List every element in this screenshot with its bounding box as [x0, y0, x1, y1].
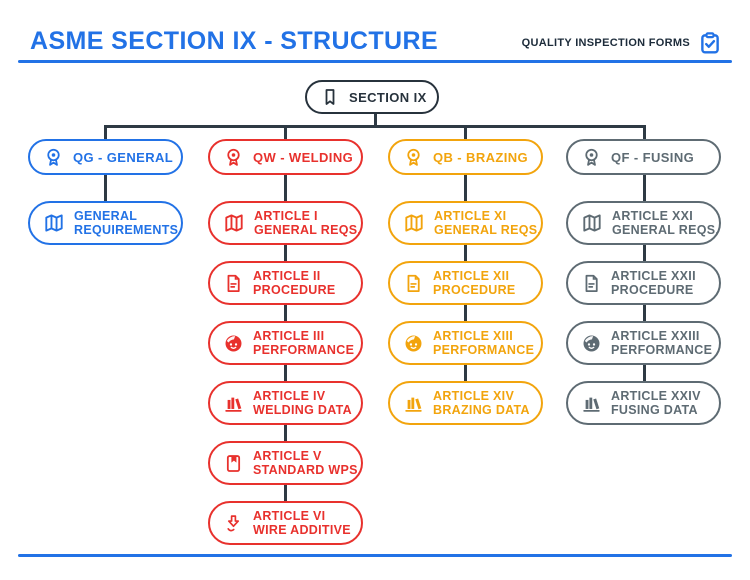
connector — [642, 175, 646, 202]
face-icon — [404, 334, 423, 352]
connector — [283, 244, 287, 262]
document-icon — [227, 274, 240, 292]
node-article-ii: ARTICLE II PROCEDURE — [208, 261, 363, 305]
connector — [283, 175, 287, 202]
node-label: QW - WELDING — [253, 149, 354, 165]
node-label: ARTICLE XXIV FUSING DATA — [611, 389, 701, 417]
node-article-xxi: ARTICLE XXI GENERAL REQS. — [566, 201, 721, 245]
open-map-icon — [583, 214, 601, 232]
book-bookmark-icon — [226, 454, 241, 472]
node-article-xiv: ARTICLE XIV BRAZING DATA — [388, 381, 543, 425]
node-label: ARTICLE III PERFORMANCE — [253, 329, 355, 357]
connector — [463, 304, 467, 322]
award-icon — [47, 148, 60, 166]
face-icon — [582, 334, 601, 352]
node-label: GENERAL REQUIREMENTS — [74, 209, 179, 237]
node-article-xiii: ARTICLE XIII PERFORMANCE — [388, 321, 543, 365]
brand-label: QUALITY INSPECTION FORMS — [521, 37, 690, 49]
node-qw-welding: QW - WELDING — [208, 139, 363, 175]
node-article-xii: ARTICLE XII PROCEDURE — [388, 261, 543, 305]
connector — [283, 304, 287, 322]
node-label: ARTICLE V STANDARD WPS — [253, 449, 358, 477]
books-icon — [225, 396, 243, 412]
document-icon — [585, 274, 598, 292]
node-label: QF - FUSING — [611, 149, 695, 165]
connector — [463, 125, 467, 141]
node-label: ARTICLE XXI GENERAL REQS. — [612, 209, 720, 237]
node-label: QG - GENERAL — [73, 149, 174, 165]
award-icon — [227, 148, 240, 166]
books-icon — [583, 396, 601, 412]
node-label: SECTION IX — [349, 89, 427, 105]
connector — [642, 304, 646, 322]
node-label: QB - BRAZING — [433, 149, 529, 165]
node-article-iii: ARTICLE III PERFORMANCE — [208, 321, 363, 365]
connector — [103, 175, 107, 202]
connector — [103, 125, 646, 128]
node-article-xxiv: ARTICLE XXIV FUSING DATA — [566, 381, 721, 425]
connector — [463, 244, 467, 262]
node-article-xi: ARTICLE XI GENERAL REQS. — [388, 201, 543, 245]
connector — [373, 113, 377, 126]
node-qf-fusing: QF - FUSING — [566, 139, 721, 175]
document-icon — [407, 274, 420, 292]
award-icon — [585, 148, 598, 166]
books-icon — [405, 396, 423, 412]
award-icon — [407, 148, 420, 166]
node-section-ix: SECTION IX — [305, 80, 439, 114]
brand-badge: QUALITY INSPECTION FORMS — [522, 31, 722, 55]
node-article-i: ARTICLE I GENERAL REQS. — [208, 201, 363, 245]
connector — [283, 125, 287, 141]
connector — [103, 125, 107, 141]
wire-feed-icon — [227, 514, 240, 531]
connector — [283, 364, 287, 382]
node-article-iv: ARTICLE IV WELDING DATA — [208, 381, 363, 425]
node-label: ARTICLE XIV BRAZING DATA — [433, 389, 530, 417]
node-article-xxiii: ARTICLE XXIII PERFORMANCE — [566, 321, 721, 365]
node-label: ARTICLE XI GENERAL REQS. — [434, 209, 542, 237]
connector — [463, 364, 467, 382]
connector — [642, 364, 646, 382]
connector — [463, 175, 467, 202]
node-label: ARTICLE XII PROCEDURE — [433, 269, 516, 297]
node-label: ARTICLE I GENERAL REQS. — [254, 209, 362, 237]
node-article-xxii: ARTICLE XXII PROCEDURE — [566, 261, 721, 305]
title-underline — [18, 60, 732, 63]
connector — [642, 125, 646, 141]
node-qg-general: QG - GENERAL — [28, 139, 183, 175]
node-article-vi: ARTICLE VI WIRE ADDITIVE — [208, 501, 363, 545]
open-map-icon — [405, 214, 423, 232]
node-label: ARTICLE IV WELDING DATA — [253, 389, 352, 417]
node-label: ARTICLE XXII PROCEDURE — [611, 269, 696, 297]
node-qb-brazing: QB - BRAZING — [388, 139, 543, 175]
connector — [283, 424, 287, 442]
footer-rule — [18, 554, 732, 557]
face-icon — [224, 334, 243, 352]
clipboard-check-icon — [701, 32, 719, 54]
node-label: ARTICLE XXIII PERFORMANCE — [611, 329, 713, 357]
open-map-icon — [225, 214, 243, 232]
node-label: ARTICLE VI WIRE ADDITIVE — [253, 509, 351, 537]
connector — [642, 244, 646, 262]
node-article-v: ARTICLE V STANDARD WPS — [208, 441, 363, 485]
page-title: ASME SECTION IX - STRUCTURE — [30, 27, 439, 55]
bookmark-icon — [325, 89, 335, 105]
open-map-icon — [45, 214, 63, 232]
node-general-requirements: GENERAL REQUIREMENTS — [28, 201, 183, 245]
node-label: ARTICLE XIII PERFORMANCE — [433, 329, 535, 357]
node-label: ARTICLE II PROCEDURE — [253, 269, 336, 297]
connector — [283, 484, 287, 502]
